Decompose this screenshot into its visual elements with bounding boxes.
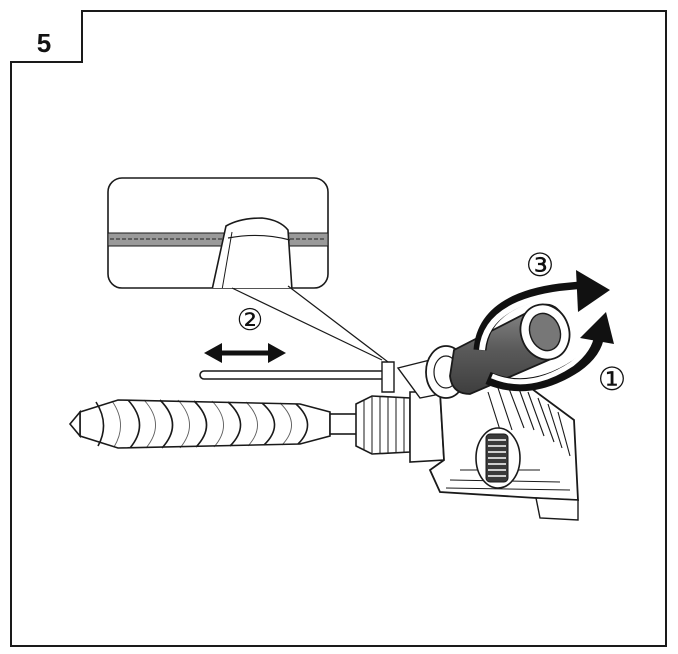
callout-3: ③ [526, 247, 555, 283]
chuck [355, 391, 445, 463]
detail-inset [107, 177, 329, 289]
inset-leader-lines [231, 285, 389, 363]
depth-gauge-rod [199, 361, 395, 393]
rotation-arrow-lower-icon [485, 312, 614, 392]
callout-2: ② [237, 304, 264, 337]
double-arrow-icon [204, 343, 286, 363]
figure-frame [10, 10, 667, 647]
callout-1: ① [598, 361, 627, 397]
drill-bit [68, 399, 359, 449]
rotation-arrow-upper-icon [473, 270, 610, 351]
side-handle [449, 303, 571, 395]
step-number: 5 [37, 28, 51, 58]
mode-selector-knob [475, 427, 521, 489]
